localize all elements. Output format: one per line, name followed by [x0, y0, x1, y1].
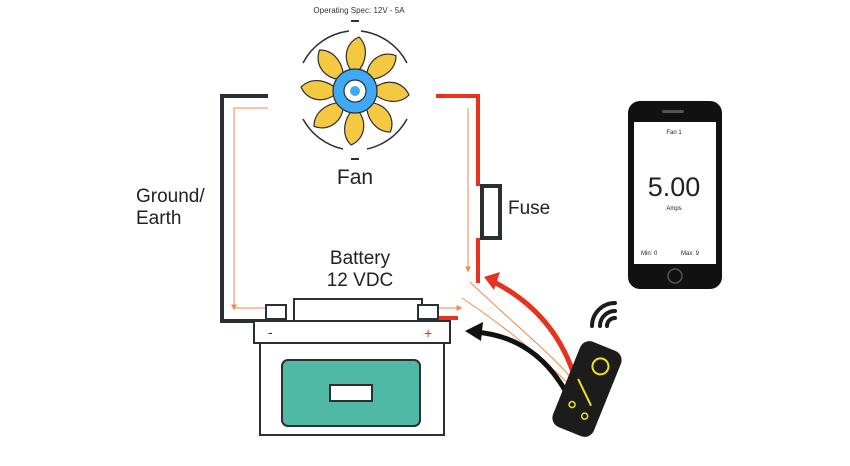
battery-icon: - +	[253, 298, 451, 436]
battery-minus-sign: -	[268, 324, 273, 340]
fuse-label: Fuse	[508, 198, 551, 219]
red-arrow-head	[484, 272, 500, 290]
black-measure-arrow	[474, 329, 569, 394]
battery-label: Battery 12 VDC	[300, 248, 420, 292]
phone-unit-label: Amps	[666, 206, 682, 212]
phone-min-value: Min: 0	[641, 251, 658, 257]
ground-label-line2: Earth	[136, 208, 182, 229]
red-measure-arrow	[490, 278, 578, 379]
phone-max-value: Max: 9	[681, 251, 700, 257]
fuse-icon	[480, 184, 502, 240]
black-arrow-head	[465, 322, 483, 341]
ground-label-line1: Ground/	[136, 186, 205, 207]
ground-earth-label: Ground/ Earth	[136, 186, 205, 230]
smartphone-icon	[628, 101, 722, 289]
fan-label: Fan	[336, 166, 374, 189]
battery-label-line2: 12 VDC	[326, 270, 394, 291]
phone-current-reading: 5.00	[647, 172, 701, 202]
positive-wire	[436, 94, 480, 186]
battery-label-line1: Battery	[329, 248, 391, 269]
battery-plus-sign: +	[424, 325, 432, 341]
current-sensor-icon	[552, 341, 622, 437]
operating-spec-label: Operating Spec: 12V - 5A	[313, 6, 405, 15]
phone-screen-title: Fan 1	[666, 130, 682, 136]
ground-wire	[220, 94, 285, 323]
fan-icon	[300, 20, 410, 160]
wifi-signal-icon	[590, 301, 617, 328]
